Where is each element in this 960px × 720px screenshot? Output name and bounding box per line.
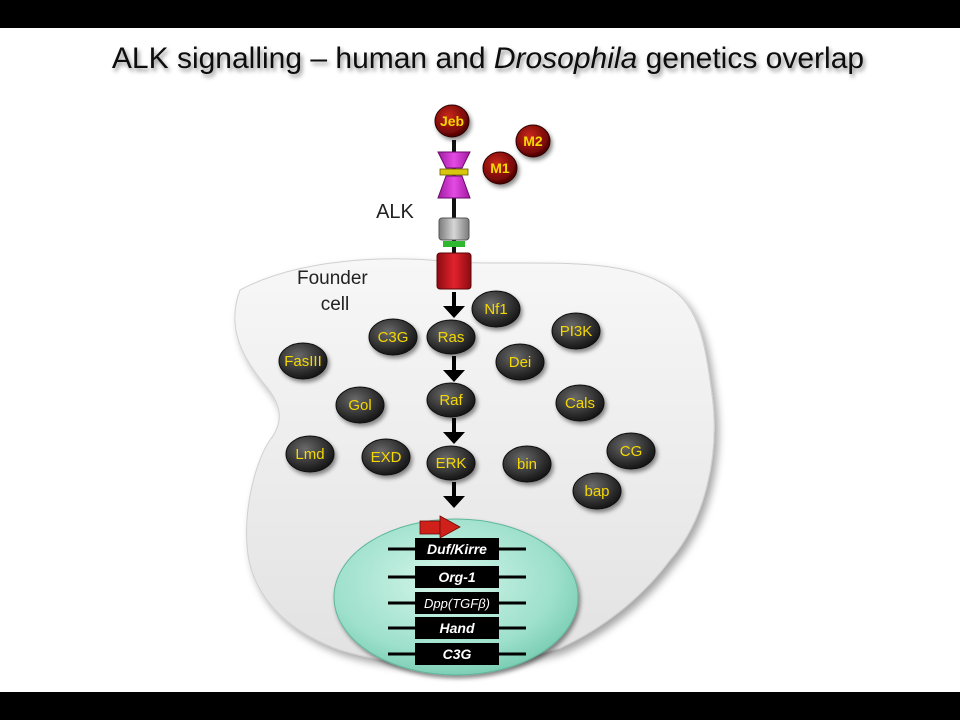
protein-label: Cals bbox=[565, 395, 595, 412]
ligand-m2: M2 bbox=[515, 124, 551, 158]
gene-label: Org-1 bbox=[438, 569, 476, 585]
protein-label: PI3K bbox=[560, 323, 593, 340]
receptor-linker-yellow bbox=[439, 168, 469, 176]
gene-org-1: Org-1 bbox=[388, 566, 526, 588]
protein-exd: EXD bbox=[361, 438, 411, 476]
ligand-label: M1 bbox=[490, 160, 510, 176]
protein-label: bin bbox=[517, 456, 537, 473]
protein-label: FasIII bbox=[284, 353, 322, 370]
protein-cg: CG bbox=[606, 432, 656, 470]
protein-dei: Dei bbox=[495, 343, 545, 381]
receptor-domain-magenta-top bbox=[437, 151, 471, 169]
pathway-arrow bbox=[443, 418, 465, 444]
protein-label: Nf1 bbox=[484, 301, 507, 318]
protein-label: CG bbox=[620, 443, 643, 460]
protein-label: EXD bbox=[371, 449, 402, 466]
gene-hand: Hand bbox=[388, 617, 526, 639]
protein-label: Gol bbox=[348, 397, 371, 414]
pathway-node-raf: Raf bbox=[426, 382, 476, 418]
protein-c3g: C3G bbox=[368, 318, 418, 356]
pathway-node-ras: Ras bbox=[426, 319, 476, 355]
protein-label: bap bbox=[584, 483, 609, 500]
alk-receptor bbox=[436, 140, 472, 290]
protein-bin: bin bbox=[502, 445, 552, 483]
ligand-jeb: Jeb bbox=[434, 104, 470, 138]
protein-label: Dei bbox=[509, 354, 532, 371]
protein-bap: bap bbox=[572, 472, 622, 510]
protein-label: Lmd bbox=[295, 446, 324, 463]
protein-cals: Cals bbox=[555, 384, 605, 422]
ligand-m1: M1 bbox=[482, 151, 518, 185]
protein-lmd: Lmd bbox=[285, 435, 335, 473]
protein-label: C3G bbox=[378, 329, 409, 346]
receptor-transmembrane-green bbox=[443, 241, 465, 247]
protein-label: ERK bbox=[436, 455, 467, 472]
protein-gol: Gol bbox=[335, 386, 385, 424]
pathway-arrow bbox=[443, 356, 465, 382]
gene-label: Duf/Kirre bbox=[427, 541, 487, 557]
gene-duf-kirre: Duf/Kirre bbox=[388, 538, 526, 560]
gene-label: Dpp(TGFβ) bbox=[424, 596, 490, 611]
ligand-label: M2 bbox=[523, 133, 543, 149]
protein-pi3k: PI3K bbox=[551, 312, 601, 350]
gene-label: Hand bbox=[440, 620, 475, 636]
protein-nf1: Nf1 bbox=[471, 290, 521, 328]
ligand-label: Jeb bbox=[440, 113, 464, 129]
receptor-kinase-domain bbox=[436, 252, 472, 290]
pathway-arrows bbox=[443, 292, 465, 508]
frame-bottom-bar bbox=[0, 692, 960, 720]
gene-dpp-tgf: Dpp(TGFβ) bbox=[388, 592, 526, 614]
pathway-arrow bbox=[443, 292, 465, 318]
founder-cell-label: Founder cell bbox=[297, 268, 373, 315]
protein-fasiii: FasIII bbox=[278, 342, 328, 380]
alk-label: ALK bbox=[376, 201, 414, 223]
protein-label: Ras bbox=[438, 329, 465, 346]
pathway-node-erk: ERK bbox=[426, 445, 476, 481]
receptor-domain-grey bbox=[438, 217, 470, 241]
gene-c3g: C3G bbox=[388, 643, 526, 665]
transcription-arrow bbox=[419, 515, 461, 539]
protein-label: Raf bbox=[439, 392, 463, 409]
receptor-domain-magenta-bottom bbox=[437, 175, 471, 199]
gene-label: C3G bbox=[443, 646, 472, 662]
slide-title: ALK signalling – human and Drosophila ge… bbox=[112, 42, 864, 75]
pathway-arrow bbox=[443, 482, 465, 508]
